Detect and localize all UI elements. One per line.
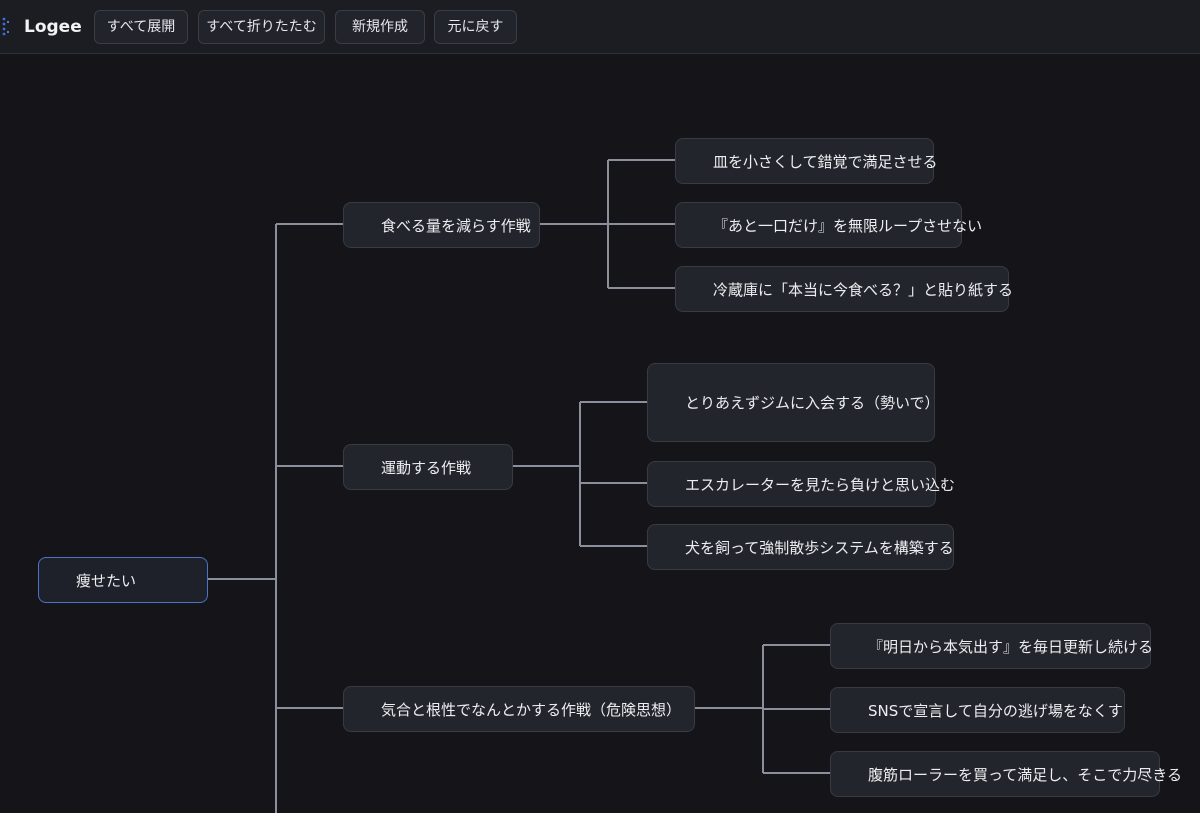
- collapse-all-button[interactable]: すべて折りたたむ: [198, 10, 325, 44]
- leaf-node[interactable]: 『あと一口だけ』を無限ループさせない: [675, 202, 982, 248]
- leaf-node[interactable]: 『明日から本気出す』を毎日更新し続ける: [830, 623, 1153, 669]
- leaf-node[interactable]: 冷蔵庫に「本当に今食べる？」と貼り紙する: [675, 266, 1013, 312]
- app-title: Logee: [24, 17, 82, 37]
- branch-node[interactable]: 運動する作戦: [343, 444, 513, 490]
- branch-node[interactable]: 食べる量を減らす作戦: [343, 202, 540, 248]
- leaf-node[interactable]: 皿を小さくして錯覚で満足させる: [675, 138, 938, 184]
- leaf-node[interactable]: 犬を飼って強制散歩システムを構築する: [647, 524, 954, 570]
- app-logo-icon: [2, 17, 10, 36]
- branch-node[interactable]: 気合と根性でなんとかする作戦（危険思想）: [343, 686, 695, 732]
- toolbar: Logee すべて展開 すべて折りたたむ 新規作成 元に戻す: [0, 0, 1200, 54]
- expand-all-button[interactable]: すべて展開: [94, 10, 188, 44]
- leaf-node[interactable]: エスカレーターを見たら負けと思い込む: [647, 461, 955, 507]
- new-map-button[interactable]: 新規作成: [335, 10, 425, 44]
- leaf-node[interactable]: とりあえずジムに入会する（勢いで）: [647, 363, 940, 442]
- mindmap-edges: [208, 159, 830, 813]
- leaf-node[interactable]: SNSで宣言して自分の逃げ場をなくす: [830, 687, 1125, 733]
- root-node[interactable]: 痩せたい: [38, 557, 208, 603]
- undo-button[interactable]: 元に戻す: [434, 10, 517, 44]
- leaf-node[interactable]: 腹筋ローラーを買って満足し、そこで力尽きる: [830, 751, 1182, 797]
- mindmap-canvas[interactable]: 痩せたい 食べる量を減らす作戦 皿を小さくして錯覚で満足させる 『あと一口だけ』…: [0, 55, 1200, 813]
